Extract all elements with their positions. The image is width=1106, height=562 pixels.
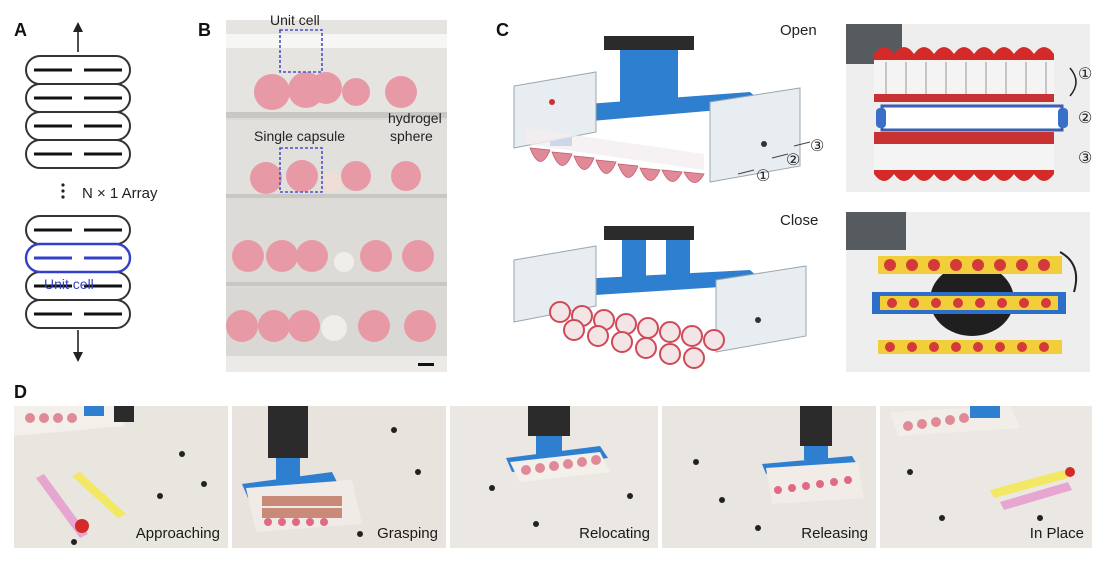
- frame-label-relocating: Relocating: [579, 525, 650, 542]
- frame-relocating: Relocating: [450, 406, 658, 548]
- unit-cell-label-a: Unit cell: [44, 276, 94, 292]
- array-label: N × 1 Array: [82, 185, 158, 202]
- panel-b-label: B: [198, 20, 211, 40]
- open-marker-1: ①: [756, 168, 771, 185]
- frame-label-releasing: Releasing: [801, 525, 868, 542]
- photo-marker-1: ①: [1078, 66, 1093, 83]
- open-marker-2: ②: [786, 152, 801, 169]
- photo-close-top-view: [846, 212, 1090, 372]
- single-capsule-label: Single capsule: [254, 128, 346, 144]
- panel-a-label: A: [14, 20, 27, 40]
- frame-in-place: In Place: [880, 406, 1092, 548]
- frame-releasing: Releasing: [662, 406, 876, 548]
- unit-cell-label-b: Unit cell: [270, 12, 320, 28]
- frame-label-approaching: Approaching: [135, 525, 220, 542]
- sphere-label: sphere: [390, 128, 433, 144]
- panel-b-photo: [226, 20, 447, 372]
- photo-open-top-view: [846, 24, 1090, 192]
- close-label: Close: [780, 212, 819, 229]
- frame-approaching: Approaching: [14, 406, 228, 548]
- frame-grasping: Grasping: [232, 406, 446, 548]
- frame-label-grasping: Grasping: [377, 525, 438, 542]
- frame-label-in-place: In Place: [1029, 525, 1084, 542]
- gripper-open-illustration: [513, 36, 811, 183]
- open-marker-3: ③: [810, 138, 825, 155]
- panel-c-label: C: [496, 20, 509, 40]
- panel-a-schematic: [24, 22, 132, 362]
- photo-marker-2: ②: [1078, 110, 1093, 127]
- open-label: Open: [780, 22, 817, 39]
- gripper-close-illustration: [513, 226, 807, 369]
- panel-d-label: D: [14, 382, 27, 402]
- photo-marker-3: ③: [1078, 150, 1093, 167]
- hydrogel-label: hydrogel: [388, 110, 442, 126]
